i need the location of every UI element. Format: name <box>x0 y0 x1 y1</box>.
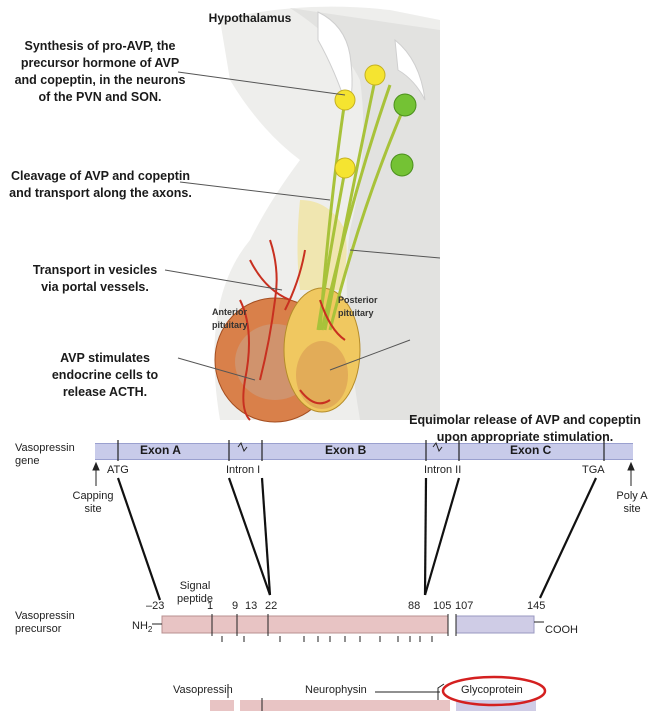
gene-diagram-lines <box>0 0 662 711</box>
